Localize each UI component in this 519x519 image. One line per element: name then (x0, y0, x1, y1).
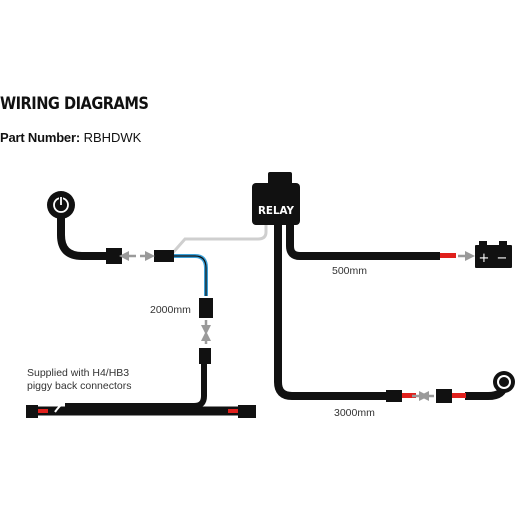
label-supplied-line2: piggy back connectors (27, 380, 131, 392)
light-connector-left (386, 390, 402, 402)
switch-connector (106, 248, 122, 264)
piggyback-right-plug (238, 405, 256, 418)
piggyback-mid-red (228, 409, 238, 413)
part-number-label: Part Number: (0, 130, 80, 145)
piggyback-left-plug (26, 405, 38, 418)
relay-in-connector (154, 250, 174, 262)
relay-label: RELAY (258, 204, 295, 217)
light-red-wire-2 (402, 393, 416, 398)
light-icon (493, 371, 515, 393)
light-red-wire (452, 393, 466, 398)
part-number: Part Number: RBHDWK (0, 130, 141, 145)
connector-2000-bottom (199, 348, 211, 364)
piggyback-lead (65, 362, 207, 409)
light-connector-right (436, 389, 452, 403)
battery-red-wire (440, 253, 456, 258)
power-switch-icon (47, 191, 75, 219)
switch-cable (57, 206, 114, 260)
grey-wire (168, 224, 268, 257)
blue-wire-core (172, 255, 207, 296)
part-number-value: RBHDWK (83, 130, 142, 145)
blue-wire (172, 254, 208, 296)
label-3000mm: 3000mm (334, 407, 375, 419)
arrows (119, 251, 475, 401)
page-title: WIRING DIAGRAMS (0, 94, 149, 114)
relay-box: RELAY (252, 172, 300, 225)
piggyback-left-red (38, 409, 48, 413)
thin-wires (54, 224, 268, 413)
label-2000mm: 2000mm (150, 304, 191, 316)
label-supplied-line1: Supplied with H4/HB3 (27, 367, 129, 379)
battery-icon: + − (475, 241, 512, 268)
piggyback-wire-white (54, 389, 196, 413)
light-cable (274, 224, 390, 400)
battery-minus: − (497, 251, 508, 266)
label-500mm: 500mm (332, 265, 367, 277)
battery-cable (286, 224, 440, 260)
harness-cables (33, 206, 508, 416)
battery-plus: + (479, 251, 490, 266)
connector-2000-top (199, 298, 213, 318)
connectors (26, 248, 466, 418)
